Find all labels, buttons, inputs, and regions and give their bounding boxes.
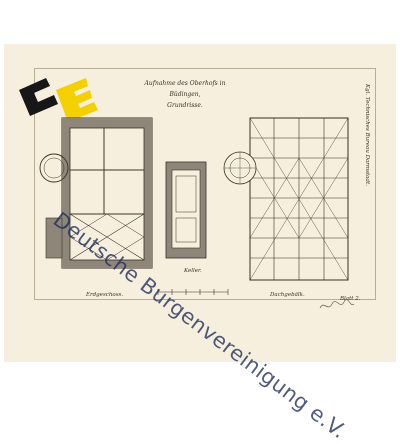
cellar-plan xyxy=(165,161,207,259)
roof-label: Dachgebälk. xyxy=(270,292,305,298)
roof-plan xyxy=(249,117,349,281)
scale-bar xyxy=(157,289,229,295)
side-note: Kgl. Technisches Bureau Darmstadt. xyxy=(364,84,370,186)
title-line-1: Aufnahme des Oberhofs in xyxy=(144,80,226,87)
signature xyxy=(319,299,355,309)
ground-floor-label: Erdgeschoss. xyxy=(86,292,124,298)
title-line-2: Büdingen, xyxy=(169,91,201,98)
dbv-logo xyxy=(19,78,98,120)
cellar-label: Keller. xyxy=(184,268,202,274)
drawing-title: Aufnahme des Oberhofs in Büdingen, Grund… xyxy=(130,78,240,111)
title-line-3: Grundrisse. xyxy=(167,102,203,109)
sheet-number: Blatt 2. xyxy=(340,296,361,302)
roof-stair-turret xyxy=(223,151,257,185)
ground-floor-plan xyxy=(39,117,153,269)
drawing-frame xyxy=(34,68,376,300)
